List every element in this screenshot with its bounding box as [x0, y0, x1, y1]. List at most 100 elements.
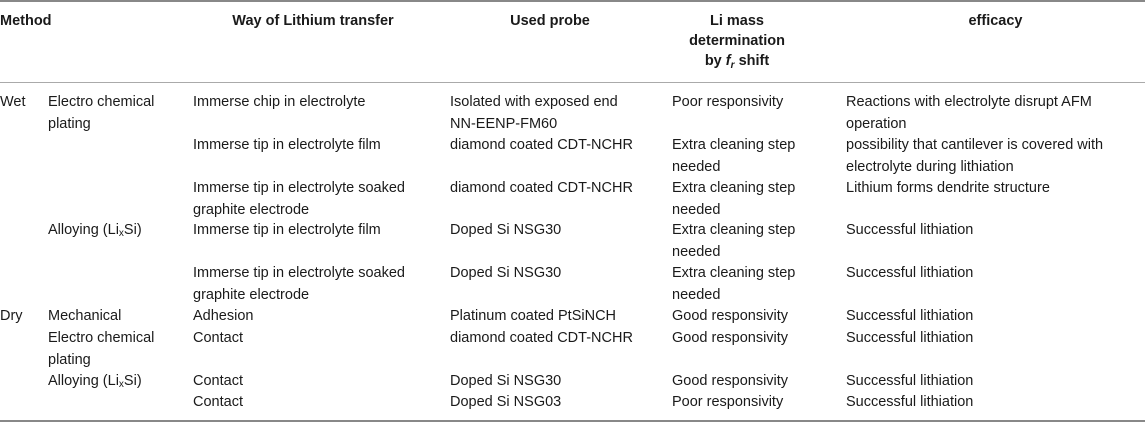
header-li-mass-line3: by fr shift — [672, 51, 802, 76]
header-li-mass-line1: Li mass — [710, 13, 764, 29]
cell-li-mass: Good responsivity — [672, 328, 788, 350]
submethod-ecp-line1: Electro chemical — [48, 94, 155, 110]
submethod-electro-chemical-dry: Electro chemical plating — [48, 328, 154, 371]
cell-probe: diamond coated CDT-NCHR — [450, 328, 633, 350]
cell-line: diamond coated CDT-NCHR — [450, 330, 633, 346]
cell-line: Poor responsivity — [672, 394, 784, 410]
cell-li-mass: Extra cleaning step needed — [672, 220, 795, 263]
alloy-sub-dry: x — [118, 379, 124, 390]
cell-line: Successful lithiation — [846, 308, 974, 324]
cell-line: Extra cleaning step — [672, 137, 796, 153]
submethod-ecp-line2: plating — [48, 115, 91, 132]
submethod-electro-chemical-wet: Electro chemical plating — [48, 92, 154, 135]
cell-line: Successful lithiation — [846, 265, 974, 281]
cell-probe: Platinum coated PtSiNCH — [450, 306, 616, 328]
cell-line: Extra cleaning step — [672, 180, 796, 196]
cell-efficacy: Successful lithiation — [846, 220, 973, 242]
cell-line: graphite electrode — [193, 286, 310, 303]
header-li-mass-by: by — [704, 53, 722, 69]
cell-line: Good responsivity — [672, 330, 789, 346]
cell-probe: Doped Si NSG30 — [450, 371, 561, 393]
group-wet: Wet — [0, 94, 26, 110]
cell-line: Extra cleaning step — [672, 222, 796, 238]
header-li-mass-f: f — [725, 53, 731, 69]
cell-line: needed — [672, 201, 721, 218]
cell-line: operation — [846, 115, 907, 132]
cell-line: Platinum coated PtSiNCH — [450, 308, 617, 324]
cell-li-mass: Good responsivity — [672, 306, 788, 328]
cell-line: Immerse tip in electrolyte soaked — [193, 265, 405, 281]
cell-probe: diamond coated CDT-NCHR — [450, 135, 633, 157]
alloy-sub: x — [118, 228, 124, 239]
cell-li-mass: Poor responsivity — [672, 392, 783, 414]
alloy-pre: Alloying (Li — [48, 222, 119, 238]
cell-li-mass: Extra cleaning step needed — [672, 135, 795, 178]
submethod-alloying-dry: Alloying (LixSi) — [48, 371, 142, 396]
cell-line: Extra cleaning step — [672, 265, 796, 281]
cell-line: Successful lithiation — [846, 222, 974, 238]
header-efficacy: efficacy — [968, 13, 1023, 29]
cell-line: Successful lithiation — [846, 330, 974, 346]
cell-line: diamond coated CDT-NCHR — [450, 180, 633, 196]
header-way: Way of Lithium transfer — [232, 13, 394, 29]
cell-line: needed — [672, 158, 721, 175]
cell-line: Poor responsivity — [672, 94, 784, 110]
cell-probe: diamond coated CDT-NCHR — [450, 178, 633, 200]
cell-line: Good responsivity — [672, 308, 789, 324]
cell-line: NN-EENP-FM60 — [450, 115, 558, 132]
cell-way: Contact — [193, 392, 243, 414]
alloy-pre-dry: Alloying (Li — [48, 373, 119, 389]
header-li-mass-line2: determination — [689, 33, 785, 49]
submethod-dry-ecp-line2: plating — [48, 351, 91, 368]
cell-line: graphite electrode — [193, 201, 310, 218]
cell-line: Adhesion — [193, 308, 254, 324]
table-top-rule — [0, 0, 1145, 2]
cell-line: Doped Si NSG30 — [450, 222, 562, 238]
cell-line: Doped Si NSG03 — [450, 394, 562, 410]
cell-li-mass: Good responsivity — [672, 371, 788, 393]
cell-efficacy: Reactions with electrolyte disrupt AFM op… — [846, 92, 1092, 135]
header-rule — [0, 82, 1145, 83]
header-li-mass-r: r — [730, 60, 735, 71]
cell-line: Successful lithiation — [846, 394, 974, 410]
header-probe: Used probe — [510, 13, 590, 29]
cell-line: needed — [672, 243, 721, 260]
cell-line: Reactions with electrolyte disrupt AFM — [846, 94, 1092, 110]
cell-line: Immerse chip in electrolyte — [193, 94, 366, 110]
cell-probe: Doped Si NSG03 — [450, 392, 561, 414]
cell-li-mass: Extra cleaning step needed — [672, 178, 795, 221]
cell-efficacy: Successful lithiation — [846, 306, 973, 328]
cell-way: Adhesion — [193, 306, 253, 328]
alloy-post-dry: Si) — [123, 373, 142, 389]
cell-efficacy: Successful lithiation — [846, 392, 973, 414]
submethod-alloying-wet: Alloying (LixSi) — [48, 220, 142, 245]
cell-way: Immerse tip in electrolyte soaked graphit… — [193, 263, 405, 306]
cell-efficacy: Successful lithiation — [846, 371, 973, 393]
cell-way: Immerse tip in electrolyte film — [193, 220, 381, 242]
cell-line: Contact — [193, 394, 243, 410]
cell-line: Immerse tip in electrolyte film — [193, 222, 381, 238]
header-li-mass: Li mass determination by fr shift — [672, 11, 802, 76]
cell-efficacy: possibility that cantilever is covered w… — [846, 135, 1103, 178]
submethod-dry-ecp-line1: Electro chemical — [48, 330, 155, 346]
group-dry: Dry — [0, 308, 23, 324]
cell-probe: Doped Si NSG30 — [450, 263, 561, 285]
cell-way: Immerse chip in electrolyte — [193, 92, 365, 114]
cell-efficacy: Successful lithiation — [846, 263, 973, 285]
cell-line: Lithium forms dendrite structure — [846, 180, 1050, 196]
cell-line: Contact — [193, 330, 243, 346]
cell-line: Contact — [193, 373, 243, 389]
cell-efficacy: Lithium forms dendrite structure — [846, 178, 1050, 200]
submethod-mechanical: Mechanical — [48, 308, 122, 324]
cell-line: Doped Si NSG30 — [450, 265, 562, 281]
cell-li-mass: Poor responsivity — [672, 92, 783, 114]
cell-line: Doped Si NSG30 — [450, 373, 562, 389]
header-li-mass-shift: shift — [738, 53, 770, 69]
cell-line: electrolyte during lithiation — [846, 158, 1014, 175]
cell-probe: Doped Si NSG30 — [450, 220, 561, 242]
cell-line: Successful lithiation — [846, 373, 974, 389]
